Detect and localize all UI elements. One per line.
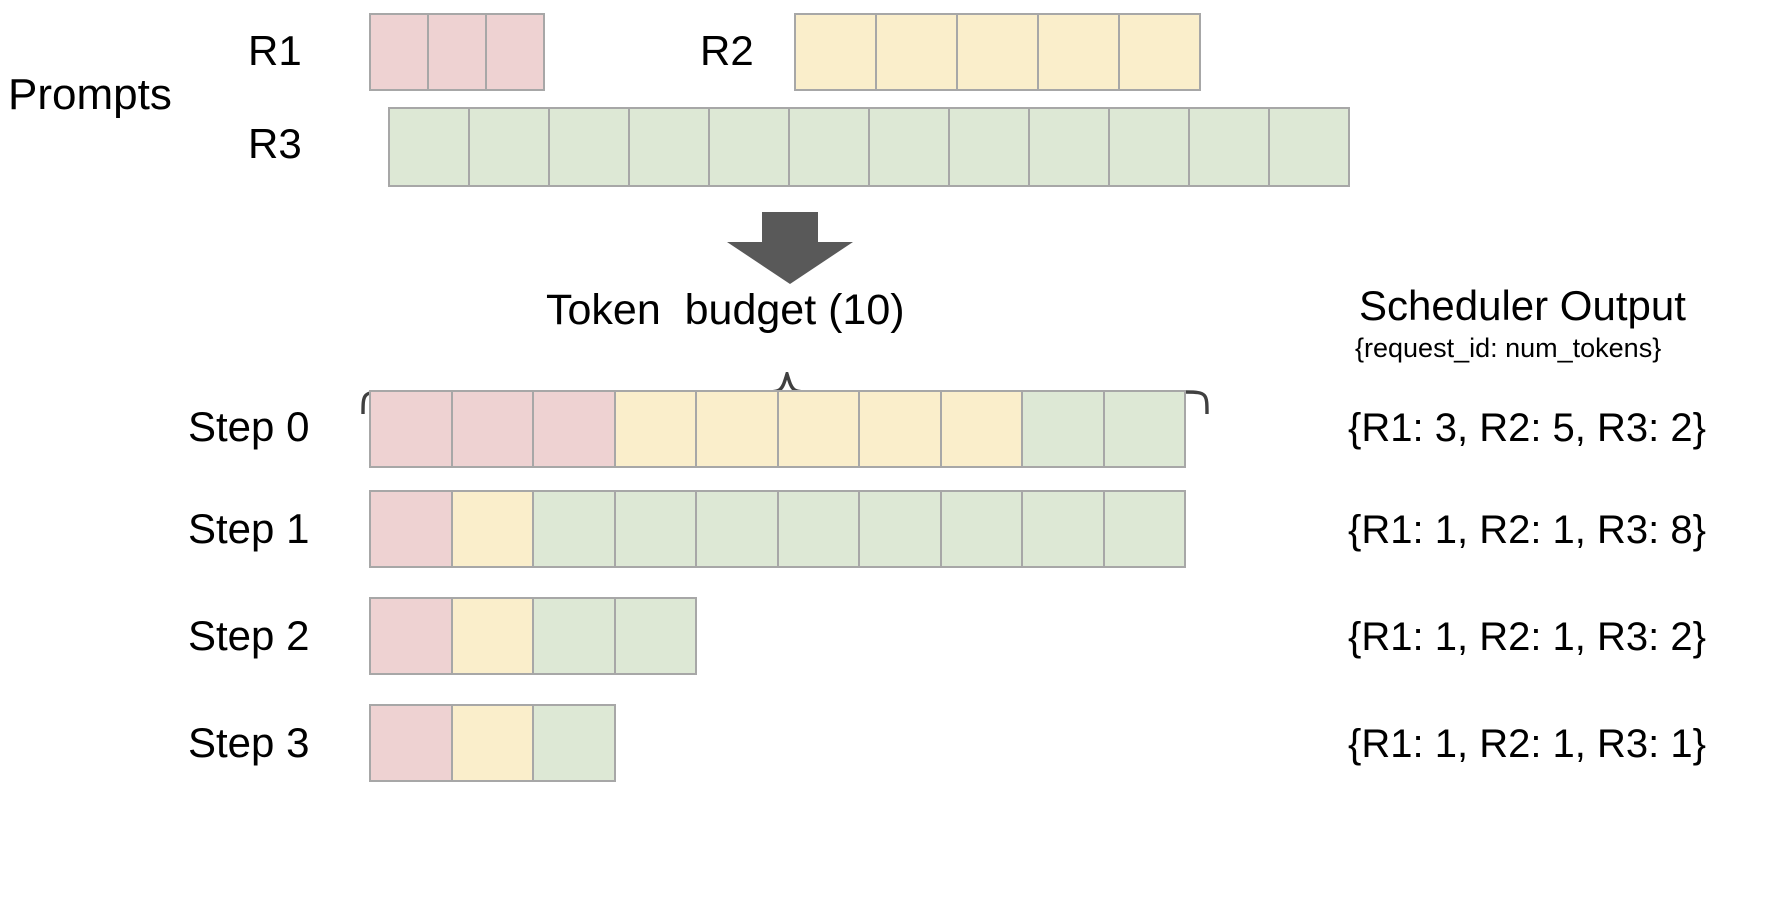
step-token-row-1: [369, 490, 1186, 568]
token-cell: [532, 490, 616, 568]
scheduler-output-subtitle: {request_id: num_tokens}: [1355, 333, 1662, 363]
token-cell: [939, 490, 1023, 568]
request-label-r3: R3: [248, 120, 302, 167]
token-cell: [776, 390, 860, 468]
scheduler-output-title: Scheduler Output: [1359, 282, 1686, 329]
token-cell: [369, 490, 453, 568]
token-cell: [1021, 390, 1105, 468]
token-cell: [1102, 390, 1186, 468]
token-cell: [1028, 107, 1110, 187]
token-cell: [450, 390, 534, 468]
token-cell: [450, 490, 534, 568]
step-token-row-2: [369, 597, 697, 675]
scheduler-output-value-3: {R1: 1, R2: 1, R3: 1}: [1348, 722, 1706, 766]
token-cell: [369, 13, 429, 91]
token-cell: [450, 704, 534, 782]
token-cell: [788, 107, 870, 187]
token-cell: [388, 107, 470, 187]
token-cell: [628, 107, 710, 187]
token-cell: [369, 704, 453, 782]
token-cell: [532, 704, 616, 782]
token-cell: [548, 107, 630, 187]
prompt-token-row-r1: [369, 13, 545, 91]
step-label-0: Step 0: [188, 403, 310, 450]
request-label-r2: R2: [700, 27, 754, 74]
token-cell: [450, 597, 534, 675]
token-cell: [1021, 490, 1105, 568]
step-token-row-3: [369, 704, 616, 782]
prompt-token-row-r2: [794, 13, 1201, 91]
token-cell: [1118, 13, 1201, 91]
token-cell: [613, 390, 697, 468]
scheduler-output-value-2: {R1: 1, R2: 1, R3: 2}: [1348, 615, 1706, 659]
token-cell: [939, 390, 1023, 468]
scheduler-output-value-1: {R1: 1, R2: 1, R3: 8}: [1348, 508, 1706, 552]
token-budget-label: Token budget (10): [546, 286, 905, 334]
token-cell: [427, 13, 487, 91]
step-token-row-0: [369, 390, 1186, 468]
step-label-3: Step 3: [188, 719, 310, 766]
token-cell: [708, 107, 790, 187]
token-cell: [794, 13, 877, 91]
token-cell: [468, 107, 550, 187]
token-cell: [532, 597, 616, 675]
token-cell: [485, 13, 545, 91]
token-cell: [858, 390, 942, 468]
token-cell: [1102, 490, 1186, 568]
token-cell: [1037, 13, 1120, 91]
token-cell: [613, 490, 697, 568]
down-arrow-icon: [720, 212, 860, 289]
scheduler-output-value-0: {R1: 3, R2: 5, R3: 2}: [1348, 406, 1706, 450]
token-cell: [948, 107, 1030, 187]
token-cell: [369, 390, 453, 468]
step-label-1: Step 1: [188, 505, 310, 552]
token-cell: [1188, 107, 1270, 187]
token-cell: [695, 490, 779, 568]
token-cell: [858, 490, 942, 568]
token-cell: [1108, 107, 1190, 187]
token-cell: [695, 390, 779, 468]
token-cell: [776, 490, 860, 568]
token-cell: [613, 597, 697, 675]
token-cell: [1268, 107, 1350, 187]
prompt-token-row-r3: [388, 107, 1350, 187]
token-cell: [868, 107, 950, 187]
step-label-2: Step 2: [188, 612, 310, 659]
request-label-r1: R1: [248, 27, 302, 74]
prompts-section-label: Prompts: [8, 70, 172, 119]
token-cell: [532, 390, 616, 468]
token-cell: [369, 597, 453, 675]
token-cell: [875, 13, 958, 91]
token-cell: [956, 13, 1039, 91]
